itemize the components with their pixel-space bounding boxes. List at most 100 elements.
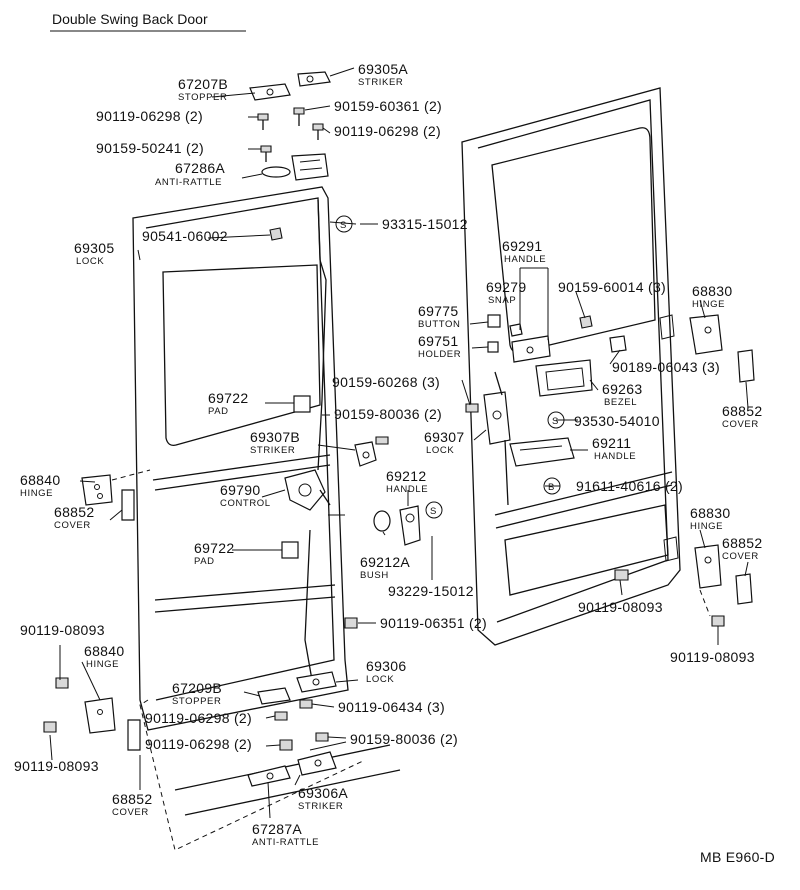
part-name: HOLDER bbox=[418, 349, 461, 360]
part-number: 90119-06434 (3) bbox=[338, 699, 445, 715]
symbol-b: B bbox=[548, 482, 555, 493]
part-number: 69212 bbox=[386, 468, 426, 484]
part-number: 90119-06298 (2) bbox=[96, 108, 203, 124]
part-name: HANDLE bbox=[504, 254, 546, 265]
stopper-67209b bbox=[257, 687, 291, 705]
part-name: HANDLE bbox=[594, 451, 636, 462]
part-name: LOCK bbox=[426, 445, 454, 456]
screw-icon bbox=[465, 403, 479, 413]
diagram-title: Double Swing Back Door bbox=[52, 11, 208, 27]
part-name: COVER bbox=[722, 551, 759, 562]
part-name: STRIKER bbox=[298, 801, 343, 812]
part-number: 68830 bbox=[690, 505, 730, 521]
part-number: 67209B bbox=[172, 680, 222, 696]
part-name: HANDLE bbox=[386, 484, 428, 495]
part-number: 68840 bbox=[20, 472, 60, 488]
hinge-68830-top bbox=[689, 314, 723, 355]
bolt-icon bbox=[293, 107, 305, 126]
part-number: 90119-08093 bbox=[20, 622, 105, 638]
part-name: HINGE bbox=[690, 521, 723, 532]
part-number: 69307B bbox=[250, 429, 300, 445]
anti-rattle-67286a bbox=[261, 166, 291, 178]
part-name: HINGE bbox=[692, 299, 725, 310]
anti-rattle-67287a bbox=[247, 765, 291, 787]
part-number: 67286A bbox=[175, 160, 225, 176]
screw-icon bbox=[269, 227, 283, 241]
part-number: 69263 bbox=[602, 381, 642, 397]
bolt-icon bbox=[43, 721, 57, 733]
pad-69722-bottom bbox=[281, 541, 299, 559]
handle-69211 bbox=[509, 437, 575, 467]
handle-69212 bbox=[399, 505, 421, 546]
part-name: LOCK bbox=[366, 674, 394, 685]
part-number: 93315-15012 bbox=[382, 216, 468, 232]
part-number: 69307 bbox=[424, 429, 464, 445]
hinge-68840-bottom bbox=[84, 697, 116, 734]
part-number: 90159-80036 (2) bbox=[350, 731, 458, 747]
part-number: 68852 bbox=[112, 791, 152, 807]
part-number: 69722 bbox=[208, 390, 248, 406]
part-number: 90541-06002 bbox=[142, 228, 228, 244]
part-number: 69751 bbox=[418, 333, 458, 349]
part-name: HINGE bbox=[20, 488, 53, 499]
cover-68852-right bbox=[735, 573, 753, 605]
part-number: 69722 bbox=[194, 540, 234, 556]
stopper-67207b bbox=[249, 83, 291, 101]
part-name: STRIKER bbox=[358, 77, 403, 88]
striker-69306a bbox=[297, 751, 337, 776]
part-number: 93229-15012 bbox=[388, 583, 474, 599]
part-number: 69790 bbox=[220, 482, 260, 498]
part-number: 68852 bbox=[722, 535, 762, 551]
bolt-icon bbox=[260, 145, 272, 162]
part-number: 90119-06298 (2) bbox=[145, 736, 252, 752]
part-name: SNAP bbox=[488, 295, 516, 306]
part-name: BUSH bbox=[360, 570, 389, 581]
lock-69307 bbox=[483, 391, 511, 445]
part-number: 69775 bbox=[418, 303, 458, 319]
part-number: 90159-60268 (3) bbox=[332, 374, 440, 390]
rod-icon bbox=[494, 371, 509, 506]
part-name: COVER bbox=[54, 520, 91, 531]
part-number: 69211 bbox=[592, 435, 631, 451]
part-number: 69306 bbox=[366, 658, 406, 674]
striker-69307b bbox=[354, 441, 377, 467]
part-number: 90119-08093 bbox=[670, 649, 755, 665]
part-number: 90119-08093 bbox=[14, 758, 99, 774]
part-number: 69212A bbox=[360, 554, 410, 570]
part-number: 68830 bbox=[692, 283, 732, 299]
part-number: 90119-06351 (2) bbox=[380, 615, 487, 631]
leader-lines bbox=[49, 67, 749, 819]
holder-69751 bbox=[487, 341, 499, 353]
right-door-outline bbox=[461, 87, 681, 646]
part-number: 68852 bbox=[54, 504, 94, 520]
part-number: 90119-08093 bbox=[578, 599, 663, 615]
part-name: ANTI-RATTLE bbox=[252, 837, 319, 848]
part-number: 91611-40616 (2) bbox=[576, 478, 683, 494]
bolt-icon bbox=[344, 617, 358, 629]
cover-68852-bottom bbox=[127, 719, 141, 751]
pad-69722-top bbox=[293, 395, 311, 413]
part-number: 90119-06298 (2) bbox=[145, 710, 252, 726]
figure-code: MB E960-D bbox=[700, 849, 775, 865]
part-number: 90189-06043 (3) bbox=[612, 359, 720, 375]
bolt-icon bbox=[375, 436, 389, 445]
part-number: 90159-60361 (2) bbox=[334, 98, 442, 114]
part-name: COVER bbox=[112, 807, 149, 818]
part-name: HINGE bbox=[86, 659, 119, 670]
button-69775 bbox=[487, 314, 501, 328]
part-number: 69279 bbox=[486, 279, 526, 295]
part-number: 68852 bbox=[722, 403, 762, 419]
part-name: LOCK bbox=[76, 256, 104, 267]
part-number: 67287A bbox=[252, 821, 302, 837]
part-number: 93530-54010 bbox=[574, 413, 660, 429]
cover-68852-top bbox=[737, 349, 755, 383]
part-name: COVER bbox=[722, 419, 759, 430]
symbol-s-circle bbox=[425, 501, 443, 519]
part-name: STOPPER bbox=[172, 696, 221, 707]
symbol-s: S bbox=[430, 506, 437, 517]
bolt-icon bbox=[299, 699, 313, 709]
lock-69305 bbox=[291, 153, 329, 181]
part-number: 90159-80036 (2) bbox=[334, 406, 442, 422]
striker-69305a bbox=[297, 71, 331, 87]
